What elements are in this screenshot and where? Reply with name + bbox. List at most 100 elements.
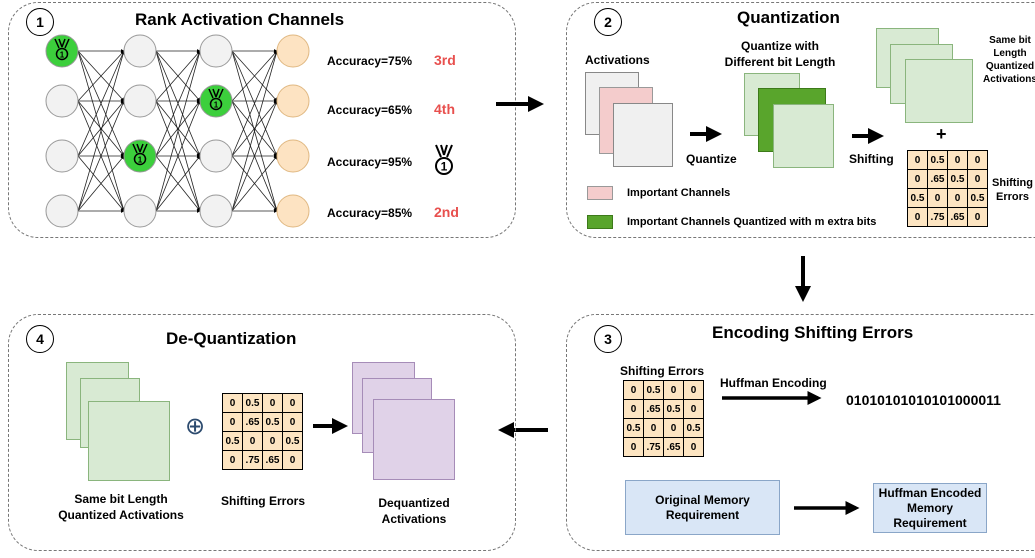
network-edge <box>77 100 125 157</box>
network-edge <box>231 100 278 212</box>
original-memory-box: Original Memory Requirement <box>625 480 780 535</box>
err-cell: 0 <box>683 380 704 400</box>
network-edge <box>231 50 278 102</box>
err-cell: 0 <box>282 412 303 432</box>
output-neuron <box>276 34 310 68</box>
panel3-title: Encoding Shifting Errors <box>712 323 914 342</box>
neuron <box>199 139 233 173</box>
neuron <box>123 34 157 68</box>
panel-rank-activation-channels <box>8 2 516 238</box>
network-edge <box>155 50 202 212</box>
medal-ribbon-icon <box>132 143 148 154</box>
output-neuron <box>276 84 310 118</box>
network-edge <box>231 50 278 157</box>
panel1-title: Rank Activation Channels <box>135 10 345 29</box>
panel-encoding-shifting-errors <box>566 314 1035 551</box>
network-edge <box>77 100 125 212</box>
rank-row-4: 2nd <box>434 204 459 220</box>
neuron <box>199 194 233 228</box>
network-edges <box>77 49 279 213</box>
same-bit-channel-front <box>905 59 973 123</box>
network-edge <box>155 100 201 157</box>
medal-icon <box>133 152 147 166</box>
medal-ribbon-icon <box>208 88 224 99</box>
neuron <box>45 84 79 118</box>
legend-quantized-swatch <box>587 215 613 229</box>
accuracy-row-3: Accuracy=95% <box>327 155 413 169</box>
neuron <box>45 194 79 228</box>
shifting-errors-label-p3: Shifting Errors <box>620 364 705 378</box>
accuracy-row-2: Accuracy=65% <box>327 103 413 117</box>
p4-same-bit-channel-front <box>88 401 170 481</box>
panel-de-quantization <box>8 314 516 551</box>
panel4-title: De-Quantization <box>166 329 297 348</box>
network-edge <box>155 50 201 102</box>
network-nodes: 1 1 1 <box>45 34 310 228</box>
medal-icon <box>209 97 223 111</box>
dequantized-channel-front <box>373 399 455 480</box>
shifting-errors-label-p2: Shifting Errors <box>992 177 1033 203</box>
activations-label: Activations <box>585 53 650 67</box>
important-neuron: 1 <box>199 84 233 118</box>
network-edge <box>77 50 125 157</box>
output-neuron <box>276 139 310 173</box>
neuron <box>123 194 157 228</box>
err-cell: 0 <box>282 393 303 413</box>
svg-text:1: 1 <box>138 156 143 165</box>
same-bit-label: Same bit Length Quantized Activations <box>983 35 1035 85</box>
rank-row-1: 3rd <box>434 52 456 68</box>
output-neuron <box>276 194 310 228</box>
first-place-medal-icon: 1 <box>435 144 453 175</box>
err-cell: 0 <box>967 207 988 227</box>
dequantized-label: Dequantized Activations <box>378 496 450 526</box>
panel-quantization <box>566 2 1035 238</box>
important-neuron: 1 <box>123 139 157 173</box>
legend-important-swatch <box>587 186 613 200</box>
quantize-with-label: Quantize with Different bit Length <box>724 39 836 69</box>
err-cell: .65 <box>663 437 684 457</box>
err-cell: 0 <box>683 437 704 457</box>
medal-ribbon-icon <box>54 38 70 49</box>
step-number-4: 4 <box>26 325 54 353</box>
shifting-label: Shifting <box>849 152 894 166</box>
network-edge <box>231 155 278 212</box>
neuron <box>123 84 157 118</box>
quantize-label: Quantize <box>686 152 737 166</box>
network-edge <box>231 50 279 212</box>
p4-shifting-errors-label: Shifting Errors <box>220 494 305 508</box>
encoded-bitstring: 01010101010101000011 <box>846 392 1001 408</box>
accuracy-row-1: Accuracy=75% <box>327 54 413 68</box>
quantized-channel-front <box>773 104 834 168</box>
network-edge <box>155 50 201 157</box>
network-edge <box>155 100 201 212</box>
step-number-1: 1 <box>26 8 54 36</box>
svg-text:1: 1 <box>441 160 448 174</box>
network-edge <box>155 155 201 212</box>
neuron <box>45 139 79 173</box>
important-neuron: 1 <box>45 34 79 68</box>
oplus-icon: ⊕ <box>185 413 206 440</box>
step-number-2: 2 <box>594 8 622 36</box>
huffman-memory-box: Huffman Encoded Memory Requirement <box>873 483 987 533</box>
huffman-encoding-label: Huffman Encoding <box>720 376 827 390</box>
rank-row-2: 4th <box>434 101 455 117</box>
err-cell: 0 <box>282 450 303 470</box>
network-edge <box>77 155 125 212</box>
network-edge <box>231 100 278 157</box>
legend-important-label: Important Channels <box>627 187 731 199</box>
err-cell: .75 <box>242 450 263 470</box>
medal-icon <box>55 47 69 61</box>
legend-quantized-label: Important Channels Quantized with m extr… <box>627 216 877 228</box>
network-edge <box>77 50 126 212</box>
p4-same-bit-label: Same bit Length Quantized Activations <box>58 492 184 522</box>
step-number-3: 3 <box>594 325 622 353</box>
neuron <box>199 34 233 68</box>
network-edge <box>77 50 125 102</box>
plus-sign: + <box>936 124 947 144</box>
